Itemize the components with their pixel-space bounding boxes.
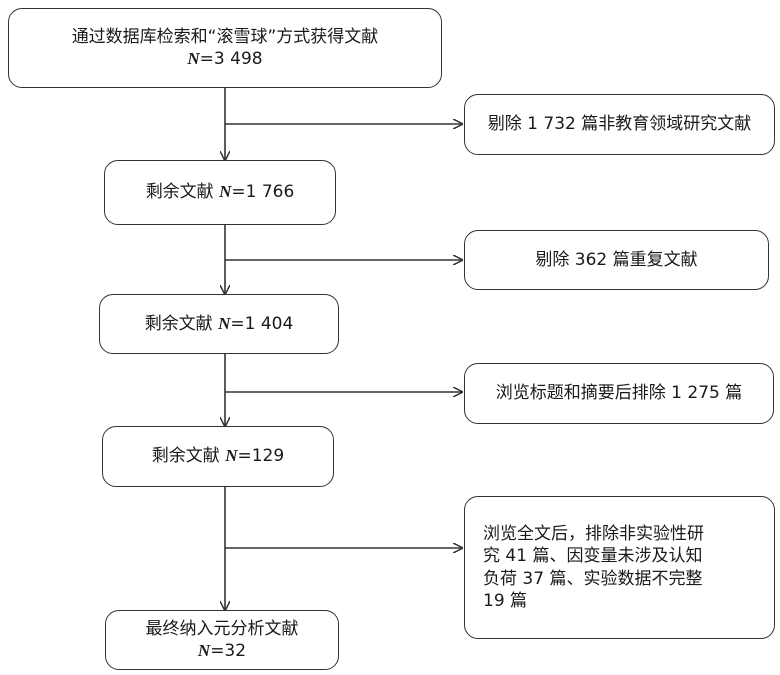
remaining-2-text: 剩余文献 N=1 404	[144, 313, 294, 334]
exclusion-1-text: 剔除 1 732 篇非教育领域研究文献	[487, 114, 752, 135]
initial-search-count: N=3 498	[187, 49, 263, 69]
box-remaining-3: 剩余文献 N=129	[102, 426, 334, 487]
box-exclusion-1: 剔除 1 732 篇非教育领域研究文献	[464, 94, 775, 155]
box-final-included: 最终纳入元分析文献 N=32	[105, 610, 339, 670]
exclusion-3-text: 浏览标题和摘要后排除 1 275 篇	[495, 383, 743, 404]
box-exclusion-2: 剔除 362 篇重复文献	[464, 230, 769, 290]
final-included-label: 最终纳入元分析文献	[145, 618, 299, 639]
exclusion-4-line-3: 负荷 37 篇、实验数据不完整	[483, 568, 703, 589]
initial-search-label: 通过数据库检索和“滚雪球”方式获得文献	[71, 26, 379, 47]
remaining-3-text: 剩余文献 N=129	[151, 446, 285, 467]
box-exclusion-3: 浏览标题和摘要后排除 1 275 篇	[464, 363, 774, 424]
box-exclusion-4: 浏览全文后，排除非实验性研 究 41 篇、因变量未涉及认知 负荷 37 篇、实验…	[464, 496, 775, 639]
box-remaining-1: 剩余文献 N=1 766	[104, 160, 336, 225]
exclusion-4-line-1: 浏览全文后，排除非实验性研	[483, 524, 704, 545]
exclusion-4-line-4: 19 篇	[483, 590, 528, 611]
remaining-1-text: 剩余文献 N=1 766	[145, 182, 295, 203]
box-remaining-2: 剩余文献 N=1 404	[99, 294, 339, 354]
exclusion-2-text: 剔除 362 篇重复文献	[535, 249, 698, 270]
box-initial-search: 通过数据库检索和“滚雪球”方式获得文献 N=3 498	[8, 8, 442, 88]
exclusion-4-line-2: 究 41 篇、因变量未涉及认知	[483, 546, 703, 567]
final-included-count: N=32	[197, 641, 247, 661]
